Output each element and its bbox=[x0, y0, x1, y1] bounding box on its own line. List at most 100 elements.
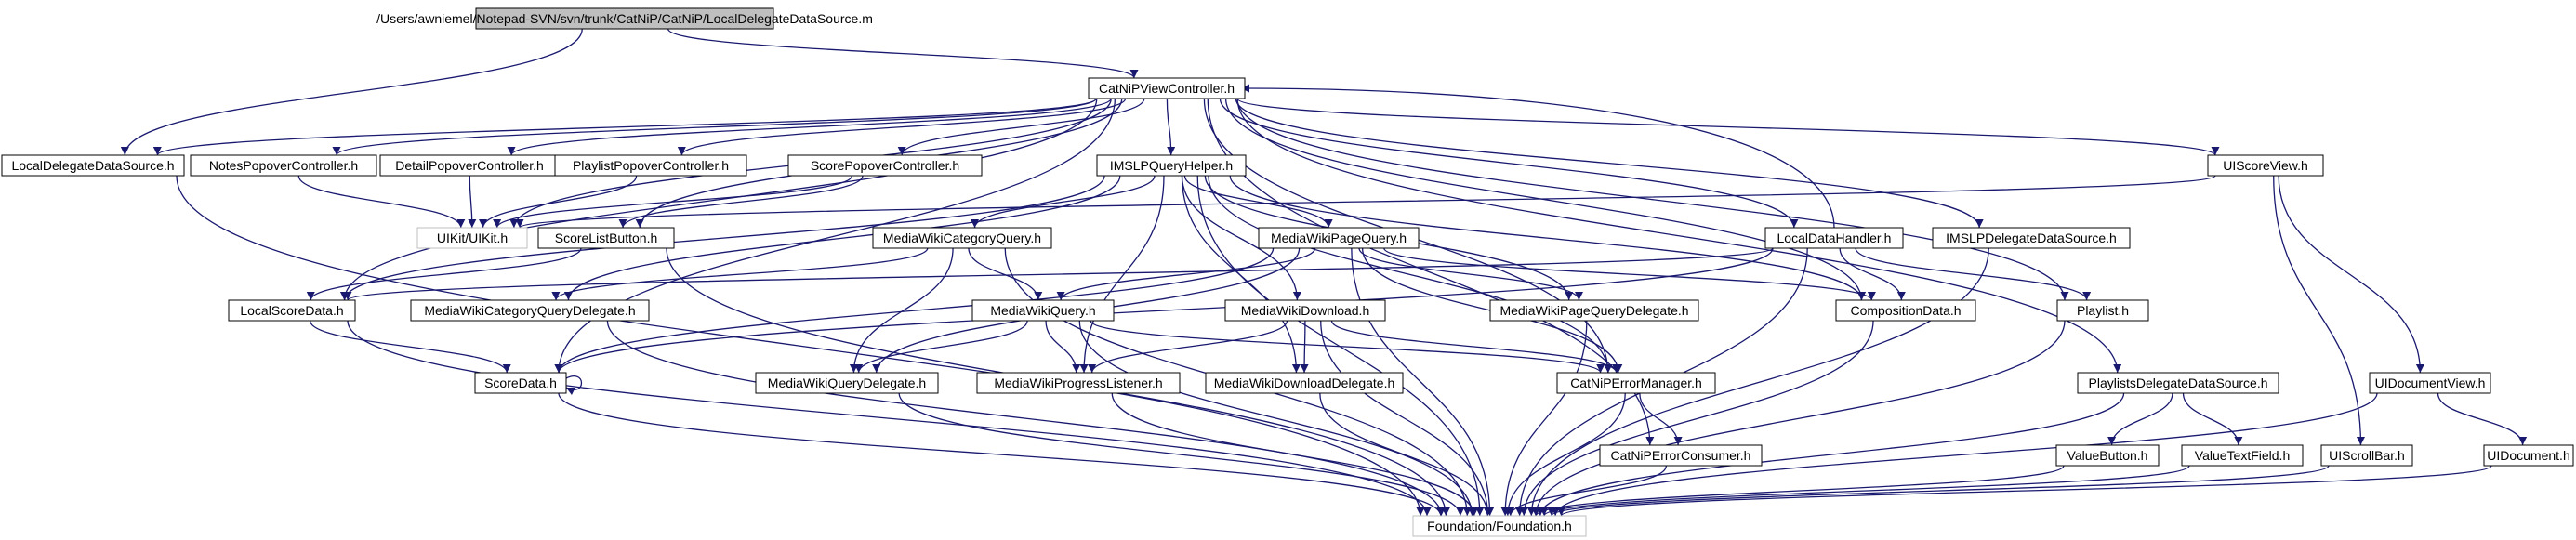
edge-mwpagequery-to-scoredata bbox=[554, 247, 1275, 374]
node-localdelegate[interactable]: LocalDelegateDataSource.h bbox=[1, 154, 185, 177]
node-box-uidocview[interactable] bbox=[2369, 372, 2491, 394]
node-box-catnipvc[interactable] bbox=[1088, 77, 1246, 99]
node-box-imslpquery[interactable] bbox=[1096, 154, 1247, 177]
node-box-localscoredata[interactable] bbox=[228, 299, 356, 322]
node-box-uidocument[interactable] bbox=[2483, 444, 2574, 467]
node-label-uiscoreview: UIScoreView.h bbox=[2223, 158, 2308, 173]
edge-errmanager-to-foundation bbox=[1503, 392, 1626, 517]
node-mwdldelegate[interactable]: MediaWikiDownloadDelegate.h bbox=[1205, 372, 1404, 394]
edge-root-to-catnipvc bbox=[667, 28, 1139, 79]
node-playlist[interactable]: Playlist.h bbox=[2056, 299, 2149, 322]
node-mwprogress[interactable]: MediaWikiProgressListener.h bbox=[976, 372, 1181, 394]
node-box-root[interactable] bbox=[475, 7, 774, 30]
node-box-scorelistbtn[interactable] bbox=[537, 227, 675, 249]
node-box-mwdldelegate[interactable] bbox=[1205, 372, 1404, 394]
node-scoredata[interactable]: ScoreData.h bbox=[474, 372, 567, 394]
node-mwqdelegate[interactable]: MediaWikiQueryDelegate.h bbox=[755, 372, 939, 394]
node-catnipvc[interactable]: CatNiPViewController.h bbox=[1088, 77, 1246, 99]
node-mwpagequery[interactable]: MediaWikiPageQuery.h bbox=[1258, 227, 1420, 249]
node-box-mwpageqdelegate[interactable] bbox=[1489, 299, 1699, 322]
node-uiscoreview[interactable]: UIScoreView.h bbox=[2207, 154, 2324, 177]
node-label-foundation: Foundation/Foundation.h bbox=[1427, 519, 1572, 533]
node-box-imslpdelegate[interactable] bbox=[1932, 227, 2131, 249]
edge-mwdownload-to-mwprogress bbox=[1088, 320, 1288, 374]
node-box-scoredata[interactable] bbox=[474, 372, 567, 394]
node-errconsumer[interactable]: CatNiPErrorConsumer.h bbox=[1599, 444, 1763, 467]
node-box-localdatahandler[interactable] bbox=[1764, 227, 1904, 249]
node-playlistsds[interactable]: PlaylistsDelegateDataSource.h bbox=[2077, 372, 2279, 394]
node-notespop[interactable]: NotesPopoverController.h bbox=[190, 154, 377, 177]
node-scorelistbtn[interactable]: ScoreListButton.h bbox=[537, 227, 675, 249]
node-label-errconsumer: CatNiPErrorConsumer.h bbox=[1611, 448, 1751, 463]
edge-mwprogress-to-foundation bbox=[1111, 392, 1479, 517]
node-mwpageqdelegate[interactable]: MediaWikiPageQueryDelegate.h bbox=[1489, 299, 1699, 322]
edge-localscoredata-to-foundation bbox=[347, 320, 1432, 517]
node-uidocument[interactable]: UIDocument.h bbox=[2483, 444, 2574, 467]
node-valuebutton[interactable]: ValueButton.h bbox=[2055, 444, 2160, 467]
node-box-uiscrollbar[interactable] bbox=[2320, 444, 2413, 467]
edge-catnipvc-to-notespop bbox=[332, 98, 1097, 156]
node-box-notespop[interactable] bbox=[190, 154, 377, 177]
edge-layer bbox=[120, 28, 2528, 517]
node-box-foundation bbox=[1412, 515, 1587, 537]
node-label-localscoredata: LocalScoreData.h bbox=[240, 303, 343, 318]
node-label-root: /Users/awniemel/Notepad-SVN/svn/trunk/Ca… bbox=[376, 11, 873, 26]
node-label-mwprogress: MediaWikiProgressListener.h bbox=[994, 375, 1162, 390]
node-box-playlistsds[interactable] bbox=[2077, 372, 2279, 394]
node-mwcatquery[interactable]: MediaWikiCategoryQuery.h bbox=[872, 227, 1052, 249]
node-box-valuetextfield[interactable] bbox=[2181, 444, 2304, 467]
node-box-errconsumer[interactable] bbox=[1599, 444, 1763, 467]
node-box-compdata[interactable] bbox=[1835, 299, 1976, 322]
edge-catnipvc-to-uiscoreview bbox=[1236, 98, 2220, 156]
edge-root-to-localdelegate bbox=[120, 28, 583, 156]
node-box-scorepop[interactable] bbox=[787, 154, 983, 177]
node-box-valuebutton[interactable] bbox=[2055, 444, 2160, 467]
node-box-playlistpop[interactable] bbox=[554, 154, 747, 177]
node-box-localdelegate[interactable] bbox=[1, 154, 185, 177]
node-box-mwdownload[interactable] bbox=[1224, 299, 1386, 322]
node-box-mwcatqdelegate[interactable] bbox=[410, 299, 650, 322]
edge-mwpagequery-to-compdata bbox=[1383, 247, 1876, 301]
edge-catnipvc-to-localscoredata bbox=[340, 98, 1098, 301]
node-box-mwqdelegate[interactable] bbox=[755, 372, 939, 394]
edge-scoredata-to-scoredata bbox=[565, 375, 583, 396]
node-box-mwprogress[interactable] bbox=[976, 372, 1181, 394]
edge-mwdldelegate-to-foundation bbox=[1319, 392, 1492, 517]
edge-uiscoreview-to-uidocview bbox=[2278, 175, 2424, 374]
node-box-uiscoreview[interactable] bbox=[2207, 154, 2324, 177]
node-label-scorepop: ScorePopoverController.h bbox=[811, 158, 959, 173]
node-detailpop[interactable]: DetailPopoverController.h bbox=[379, 154, 560, 177]
edge-catnipvc-to-imslpdelegate bbox=[1235, 98, 1984, 229]
edge-mwcatquery-to-mwcatqdelegate bbox=[551, 247, 929, 301]
node-mwquery[interactable]: MediaWikiQuery.h bbox=[971, 299, 1115, 322]
edge-imslpquery-to-mwcatquery bbox=[971, 175, 1156, 229]
node-box-mwpagequery[interactable] bbox=[1258, 227, 1420, 249]
node-imslpquery[interactable]: IMSLPQueryHelper.h bbox=[1096, 154, 1247, 177]
node-box-playlist[interactable] bbox=[2056, 299, 2149, 322]
node-compdata[interactable]: CompositionData.h bbox=[1835, 299, 1976, 322]
node-box-mwquery[interactable] bbox=[971, 299, 1115, 322]
edge-catnipvc-to-localdatahandler bbox=[1219, 98, 1799, 229]
node-box-mwcatquery[interactable] bbox=[872, 227, 1052, 249]
edge-localdelegate-to-foundation bbox=[176, 175, 1425, 517]
edge-catnipvc-to-playlistpop bbox=[677, 98, 1127, 156]
node-scorepop[interactable]: ScorePopoverController.h bbox=[787, 154, 983, 177]
node-localdatahandler[interactable]: LocalDataHandler.h bbox=[1764, 227, 1904, 249]
node-root[interactable]: /Users/awniemel/Notepad-SVN/svn/trunk/Ca… bbox=[376, 7, 873, 30]
node-label-uidocview: UIDocumentView.h bbox=[2375, 375, 2486, 390]
edge-mwpagequery-to-mwquery bbox=[1056, 247, 1316, 301]
node-imslpdelegate[interactable]: IMSLPDelegateDataSource.h bbox=[1932, 227, 2131, 249]
node-label-imslpdelegate: IMSLPDelegateDataSource.h bbox=[1946, 230, 2117, 245]
node-localscoredata[interactable]: LocalScoreData.h bbox=[228, 299, 356, 322]
node-box-errmanager[interactable] bbox=[1556, 372, 1716, 394]
node-uidocview[interactable]: UIDocumentView.h bbox=[2369, 372, 2491, 394]
node-uiscrollbar[interactable]: UIScrollBar.h bbox=[2320, 444, 2413, 467]
node-errmanager[interactable]: CatNiPErrorManager.h bbox=[1556, 372, 1716, 394]
node-playlistpop[interactable]: PlaylistPopoverController.h bbox=[554, 154, 747, 177]
edge-localdatahandler-to-scoredata bbox=[554, 247, 1774, 374]
node-valuetextfield[interactable]: ValueTextField.h bbox=[2181, 444, 2304, 467]
node-mwdownload[interactable]: MediaWikiDownload.h bbox=[1224, 299, 1386, 322]
edge-catnipvc-to-imslpquery bbox=[1166, 98, 1176, 156]
node-mwcatqdelegate[interactable]: MediaWikiCategoryQueryDelegate.h bbox=[410, 299, 650, 322]
node-label-scorelistbtn: ScoreListButton.h bbox=[555, 230, 658, 245]
